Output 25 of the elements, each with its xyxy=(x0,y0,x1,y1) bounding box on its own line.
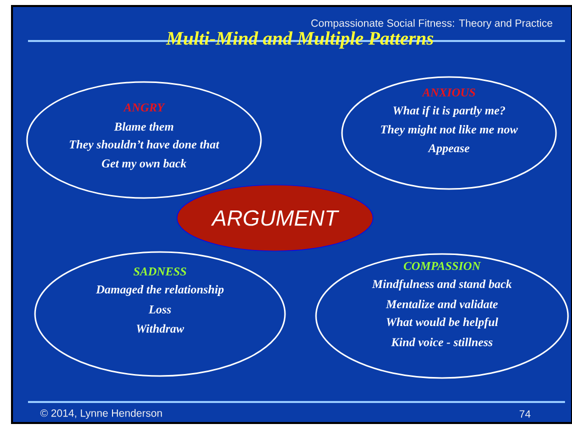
oval-text: Get my own back xyxy=(102,159,186,170)
oval-text: Kind voice - stillness xyxy=(391,338,492,346)
oval-text: They shouldn’t have done that xyxy=(70,140,220,151)
oval-heading: COMPASSION xyxy=(404,262,481,270)
oval-text: Withdraw xyxy=(136,324,184,333)
oval-text: They might not like me now xyxy=(381,125,518,136)
oval-text: Blame them xyxy=(114,122,174,131)
oval-text: What if it is partly me? xyxy=(393,106,506,118)
oval-text: Mindfulness and stand back xyxy=(372,280,512,290)
emotion-oval xyxy=(34,251,286,377)
emotion-oval xyxy=(341,76,557,190)
copyright-text: © 2014, Lynne Henderson xyxy=(40,409,162,419)
argument-oval: ARGUMENT xyxy=(176,184,374,252)
emotion-oval xyxy=(315,253,569,379)
oval-heading: ANGRY xyxy=(123,103,166,112)
oval-text: Appease xyxy=(428,144,470,155)
oval-text: Damaged the relationship xyxy=(96,285,224,296)
oval-heading: SADNESS xyxy=(134,267,186,276)
header-text: Compassionate Social Fitness: Theory and Practice xyxy=(311,19,552,29)
emotion-oval xyxy=(26,81,262,199)
oval-text: What would be helpful xyxy=(386,318,498,328)
page-number: 74 xyxy=(520,410,530,418)
oval-heading: ANXIOUS xyxy=(422,88,476,97)
oval-text: Mentalize and validate xyxy=(386,300,498,308)
oval-text: Loss xyxy=(148,306,171,314)
